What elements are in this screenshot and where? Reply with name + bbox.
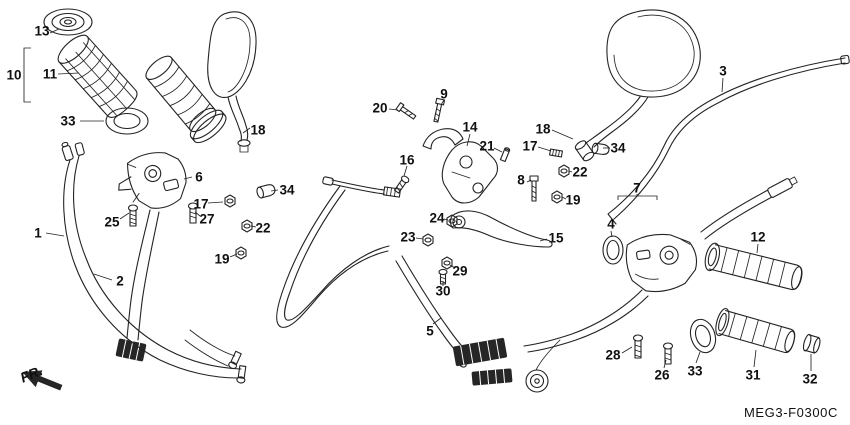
screw-28 <box>632 334 644 359</box>
part-label-28: 28 <box>605 347 621 363</box>
round-connector <box>525 369 549 393</box>
nut-29 <box>441 256 453 270</box>
part-label-9: 9 <box>440 86 448 102</box>
screw-16 <box>393 175 410 194</box>
nut-19-left <box>235 246 247 260</box>
right-switch-housing <box>625 233 698 293</box>
right-mirror <box>574 9 701 162</box>
leader-lines <box>45 28 812 371</box>
part-label-10: 10 <box>6 67 22 83</box>
lever-bracket <box>441 141 499 204</box>
pin-21 <box>499 147 511 163</box>
part-label-12: 12 <box>750 229 766 245</box>
left-grip-knurled <box>57 34 138 118</box>
part-label-13: 13 <box>34 23 50 39</box>
part-label-19-left: 19 <box>214 251 230 267</box>
part-label-17-right: 17 <box>522 138 538 154</box>
grip-ring-left <box>105 107 149 135</box>
part-label-14: 14 <box>462 119 478 135</box>
nut-19-right <box>551 190 563 204</box>
collar-ring-4 <box>602 235 624 265</box>
part-label-5: 5 <box>426 323 434 339</box>
part-label-22-right: 22 <box>572 164 588 180</box>
part-label-18-right: 18 <box>535 121 551 137</box>
grip-ring-right <box>689 318 717 354</box>
part-label-7: 7 <box>633 180 641 196</box>
throttle-tube <box>704 242 803 291</box>
part-label-33-left: 33 <box>60 113 76 129</box>
left-connector <box>115 338 147 362</box>
connector-block-a <box>452 337 508 367</box>
part-label-27: 27 <box>199 211 215 227</box>
bar-end-cap-32 <box>802 333 821 354</box>
part-label-15: 15 <box>548 230 564 246</box>
screw-25 <box>127 204 139 227</box>
part-label-17-left: 17 <box>193 196 209 212</box>
part-label-8: 8 <box>517 172 525 188</box>
part-label-1: 1 <box>34 225 42 241</box>
part-label-16: 16 <box>399 152 415 168</box>
part-label-3: 3 <box>719 63 727 79</box>
connector-block-b <box>471 368 513 386</box>
bolt-20 <box>395 102 417 120</box>
nut-23 <box>422 233 434 247</box>
screw-27 <box>187 202 199 224</box>
part-label-22-left: 22 <box>255 220 271 236</box>
left-wire-harness <box>126 209 160 341</box>
left-switch-housing <box>118 152 187 209</box>
part-label-4: 4 <box>607 216 615 232</box>
part-label-21: 21 <box>479 138 495 154</box>
brake-lever <box>450 210 553 248</box>
part-label-6: 6 <box>195 169 203 185</box>
cap-nut-34-left <box>256 184 276 199</box>
part-label-34-left: 34 <box>279 182 295 198</box>
right-grip-rubber <box>715 307 796 354</box>
clutch-and-choke-cables <box>61 141 247 384</box>
part-label-33-right: 33 <box>687 363 703 379</box>
grip-end-cap <box>43 8 93 36</box>
cable-5 <box>276 185 477 368</box>
fr-arrow <box>22 370 63 391</box>
part-label-32: 32 <box>802 371 818 387</box>
nut-17-left <box>224 194 236 208</box>
center-cable-upper <box>322 176 402 198</box>
left-grip-rubber <box>145 55 227 144</box>
part-label-34-right: 34 <box>610 140 626 156</box>
part-label-25: 25 <box>104 214 120 230</box>
part-label-19-right: 19 <box>565 192 581 208</box>
bolt-9 <box>433 97 446 123</box>
handlebar-clamp <box>422 128 464 150</box>
part-label-20: 20 <box>372 100 388 116</box>
part-label-11: 11 <box>42 66 58 82</box>
part-label-26: 26 <box>654 367 670 383</box>
screw-26 <box>662 342 674 365</box>
right-wire-harness <box>523 289 649 371</box>
left-mirror <box>207 11 257 153</box>
part-label-24: 24 <box>429 210 445 226</box>
part-label-2: 2 <box>116 273 124 289</box>
part-label-18-left: 18 <box>250 122 266 138</box>
stud-17-right <box>549 148 563 158</box>
part-label-31: 31 <box>745 367 761 383</box>
part-label-23: 23 <box>400 229 416 245</box>
nut-22-left <box>241 219 253 233</box>
part-label-29: 29 <box>452 263 468 279</box>
bolt-8 <box>529 175 539 202</box>
nut-22-right <box>558 164 570 178</box>
bracket-part-10 <box>23 47 31 103</box>
cap-nut-34-right <box>591 142 610 155</box>
throttle-cable-3 <box>607 54 850 240</box>
diagram-code: MEG3-F0300C <box>743 405 838 420</box>
part-label-30: 30 <box>435 283 451 299</box>
